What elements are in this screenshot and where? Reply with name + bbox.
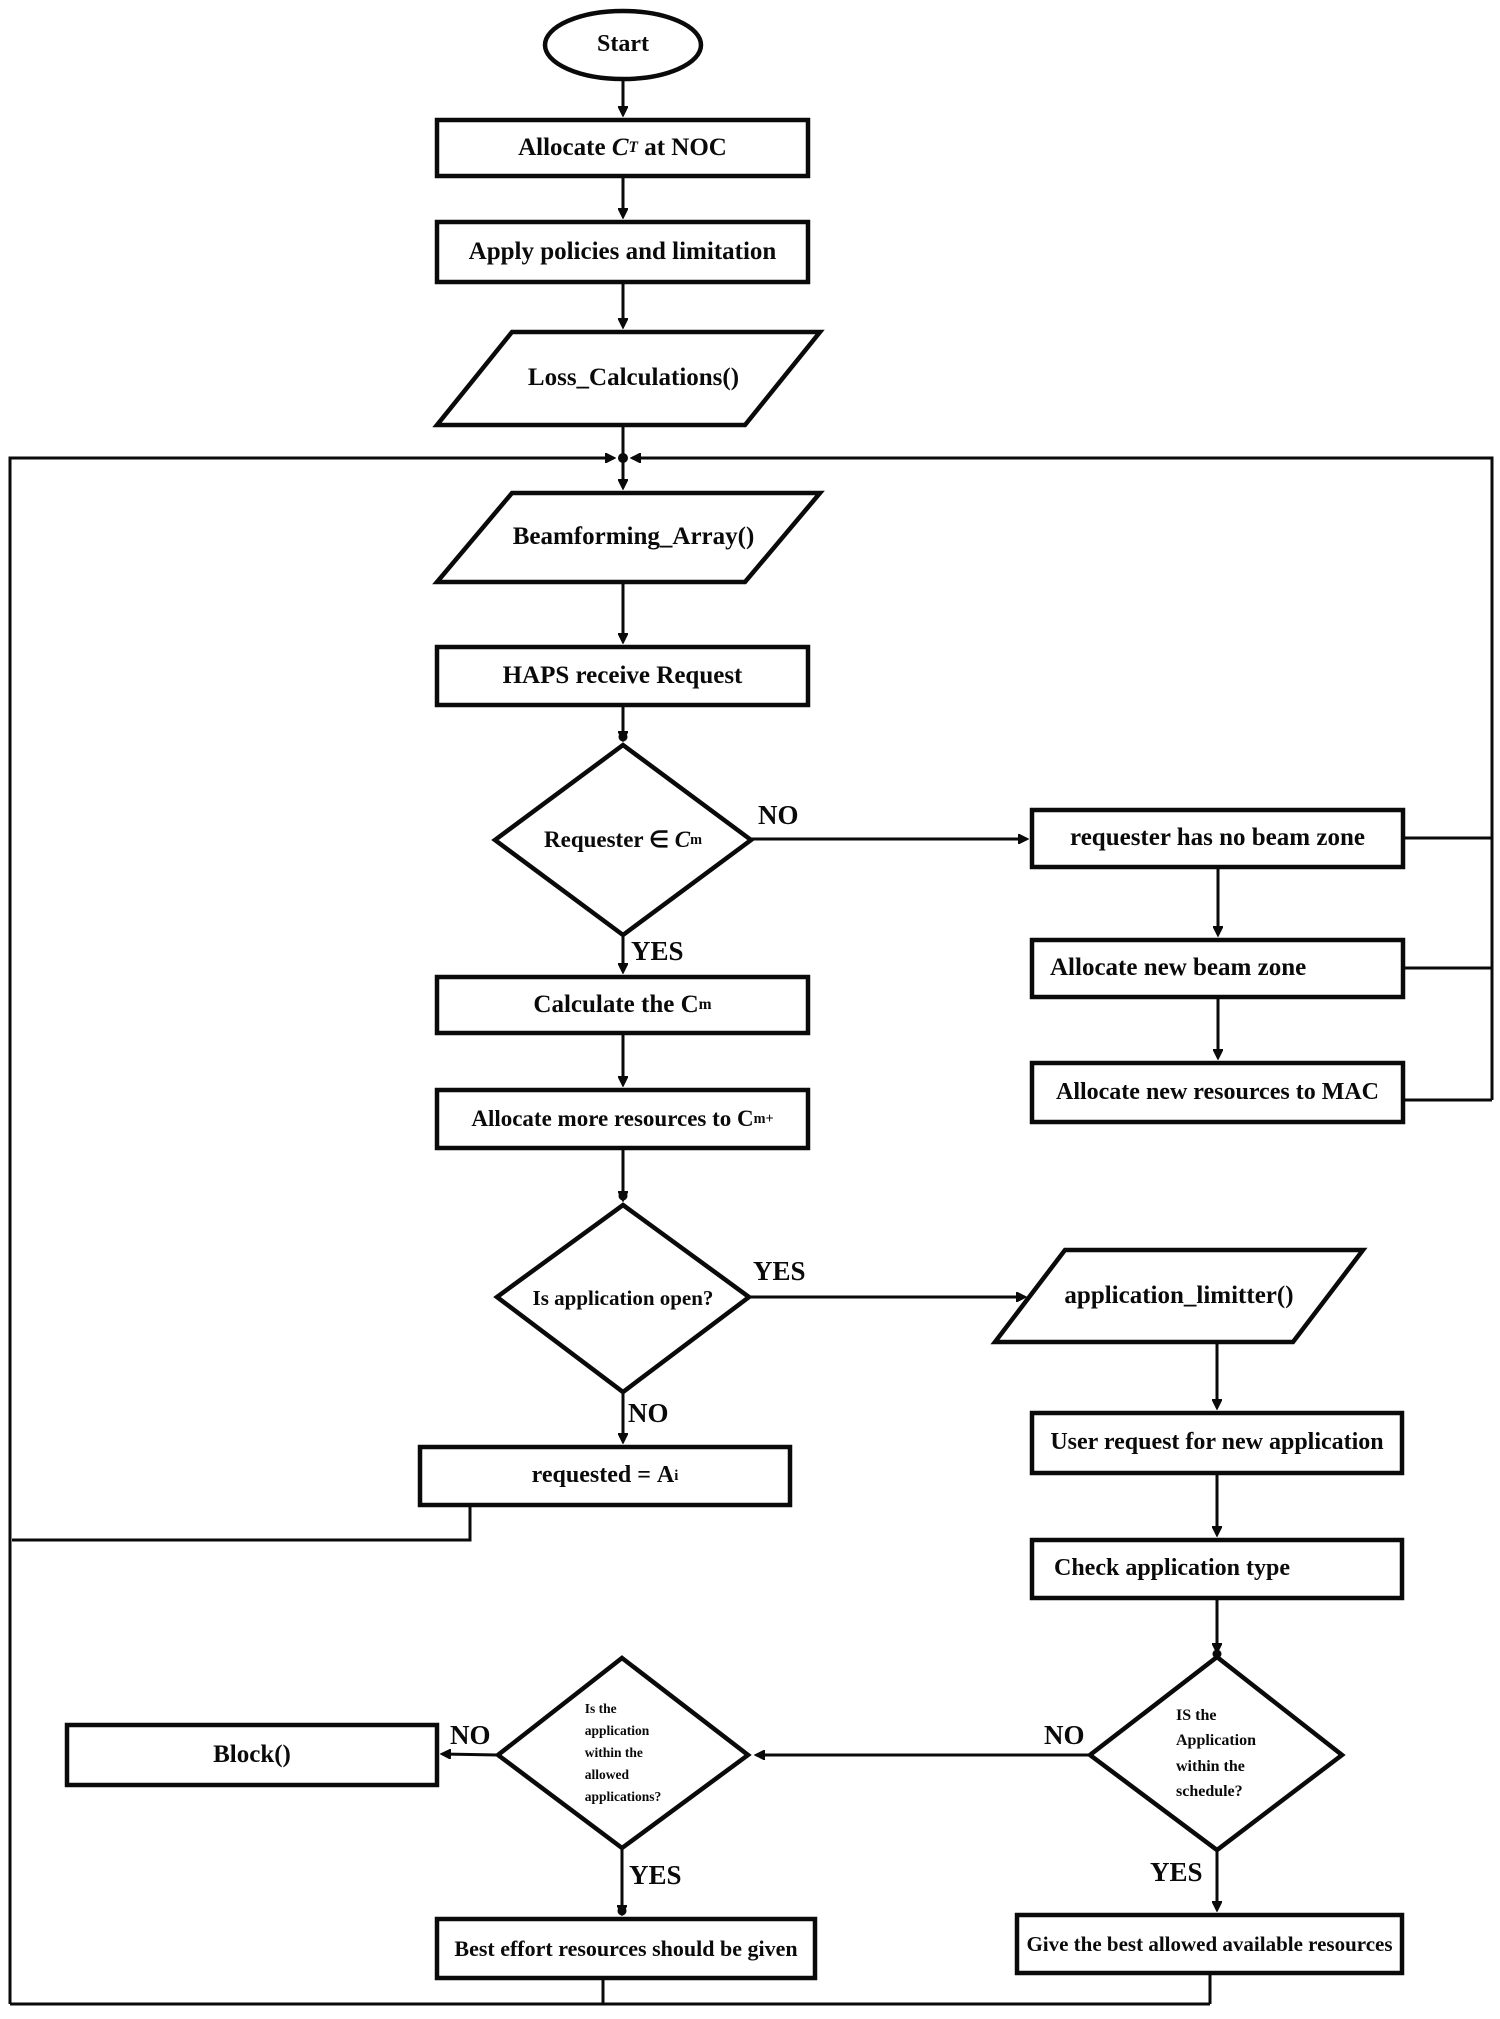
junction-dot-besteffort (617, 1906, 627, 1916)
requested-ai-var: A (656, 1462, 675, 1489)
allocate-ct-pre: Allocate (518, 133, 612, 161)
apply-policies-label: Apply policies and limitation (468, 237, 777, 265)
requester-no-label: NO (758, 800, 799, 830)
alloc-more-shape (434, 1087, 811, 1151)
calc-cm-shape (434, 974, 811, 1036)
block-label: Block() (213, 1740, 291, 1768)
check-app-type-label: Check application type (1054, 1555, 1291, 1582)
user-request-label: User request for new application (1050, 1429, 1384, 1456)
requested-ai-pre: requested = (531, 1462, 657, 1489)
requester-cm-pre: Requester ∈ (544, 826, 675, 852)
requester-cm-decision-shape (491, 742, 755, 938)
requester-yes-label: YES (631, 936, 684, 966)
alloc-beam-zone-shape (1029, 937, 1406, 1000)
start-label: Start (597, 31, 649, 58)
allowed-yes-label: YES (629, 1860, 682, 1890)
loss-calculations-label: Loss_Calculations() (527, 364, 740, 392)
allocate-ct-var: C (611, 133, 629, 161)
calc-cm-pre: Calculate the (533, 990, 681, 1018)
haps-shape (434, 644, 811, 708)
best-effort-shape (434, 1916, 818, 1981)
haps-label: HAPS receive Request (502, 661, 743, 689)
give-best-shape (1014, 1912, 1405, 1976)
start-terminator-shape (542, 8, 704, 82)
right-feedback-rail (632, 458, 1494, 1100)
no-beam-zone-label: requester has no beam zone (1070, 824, 1365, 852)
junction-dot-openq (618, 1191, 628, 1201)
requester-cm-var: C (674, 826, 691, 852)
block-shape (64, 1722, 440, 1788)
allowed-no-label: NO (450, 1720, 491, 1750)
alloc-more-var: C (737, 1105, 754, 1131)
is-app-open-decision-shape (493, 1202, 753, 1395)
user-request-shape (1029, 1410, 1405, 1476)
calc-cm-var: C (680, 990, 699, 1018)
schedule-yes-label: YES (1150, 1857, 1203, 1887)
application-limitter-label: application_limitter() (1064, 1281, 1294, 1309)
loss-calculations-shape (432, 329, 825, 428)
allocate-ct-shape (434, 117, 811, 179)
is-app-open-label: Is application open? (532, 1286, 714, 1311)
open-no-label: NO (628, 1398, 669, 1428)
junction-dot-requester (618, 732, 628, 742)
schedule-no-label: NO (1044, 1720, 1085, 1750)
alloc-mac-shape (1029, 1060, 1406, 1125)
edge-allowed-no (442, 1754, 499, 1755)
check-app-type-shape (1029, 1537, 1405, 1601)
alloc-beam-zone-label: Allocate new beam zone (1050, 954, 1307, 982)
open-yes-label: YES (753, 1256, 806, 1286)
no-beam-zone-shape (1029, 807, 1406, 870)
alloc-more-pre: Allocate more resources to (471, 1105, 738, 1131)
allowed-apps-decision-shape (494, 1655, 752, 1851)
edge-requestedai-to-leftrail (12, 1505, 472, 1542)
beamforming-array-shape (432, 490, 825, 585)
give-best-label: Give the best allowed available resource… (1026, 1931, 1393, 1956)
schedule-decision-shape (1086, 1654, 1346, 1853)
alloc-mac-label: Allocate new resources to MAC (1055, 1078, 1380, 1105)
allocate-ct-post: at NOC (637, 133, 727, 161)
beamforming-array-label: Beamforming_Array() (512, 523, 755, 551)
best-effort-label: Best effort resources should be given (454, 1935, 798, 1961)
left-feedback-rail (8, 458, 614, 2004)
apply-policies-shape (434, 219, 811, 285)
junction-dot-top (618, 453, 628, 463)
application-limitter-shape (990, 1247, 1368, 1345)
requested-ai-shape (417, 1444, 793, 1508)
